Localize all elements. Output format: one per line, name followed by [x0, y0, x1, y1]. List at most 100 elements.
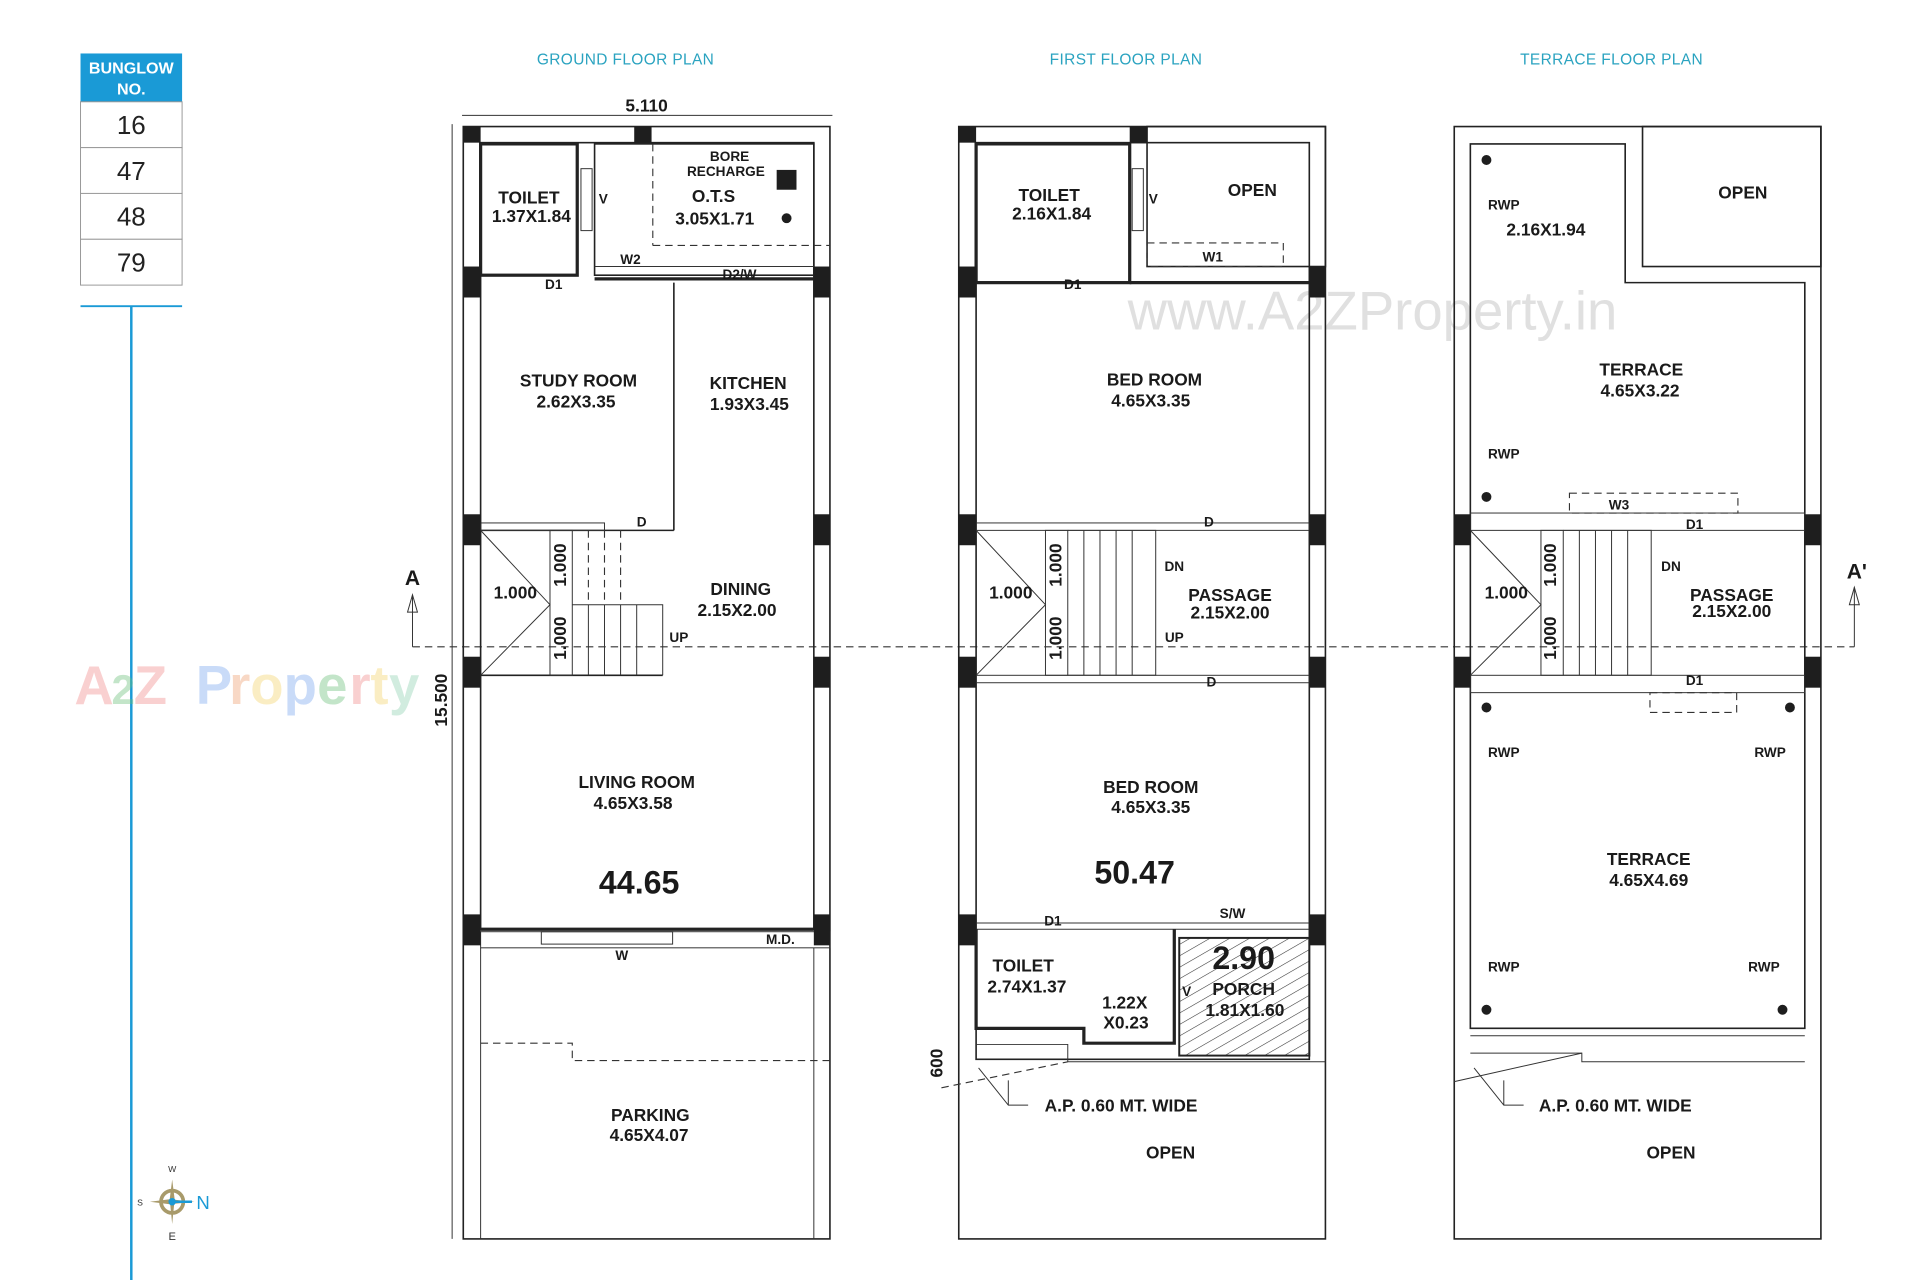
- ground-label: D: [637, 515, 647, 530]
- terrace-label: D1: [1686, 517, 1704, 532]
- porch-hatch: [1178, 936, 1311, 1057]
- first-label: S/W: [1220, 906, 1246, 921]
- terrace-label: 2.16X1.94: [1506, 220, 1585, 240]
- terrace-label: 2.15X2.00: [1692, 601, 1771, 621]
- terrace-label: 1.000: [1540, 543, 1560, 586]
- ground-label: 1.93X3.45: [710, 394, 789, 414]
- first-label: PORCH: [1212, 979, 1275, 999]
- ground-label: 3.05X1.71: [675, 208, 754, 228]
- terrace-label: 1.000: [1540, 616, 1560, 659]
- ground-label: DINING: [710, 579, 771, 599]
- ground-floor-title: GROUND FLOOR PLAN: [537, 52, 714, 69]
- first-label: 2.16X1.84: [1012, 203, 1091, 223]
- ground-label: BORE: [710, 149, 749, 164]
- first-label: TOILET: [1019, 185, 1081, 205]
- terrace-label: DN: [1661, 559, 1681, 574]
- first-label: D1: [1044, 914, 1062, 929]
- first-label: 1.22X: [1102, 993, 1148, 1013]
- ground-label: 5.110: [625, 96, 667, 116]
- terrace-label: OPEN: [1646, 1142, 1695, 1162]
- svg-text:A: A: [74, 655, 113, 716]
- first-label: 1.81X1.60: [1205, 1000, 1284, 1020]
- section-mark-a-prime: A': [1847, 561, 1867, 584]
- terrace-label: W3: [1609, 497, 1630, 512]
- first-label: PASSAGE: [1188, 585, 1271, 605]
- first-label: 600: [927, 1049, 947, 1078]
- first-label: 50.47: [1094, 854, 1175, 890]
- first-label: 4.65X3.35: [1111, 391, 1190, 411]
- ground-label: W: [615, 948, 628, 963]
- bunglow-number: 48: [117, 202, 146, 232]
- ground-label: O.T.S: [692, 186, 735, 206]
- first-label: 2.15X2.00: [1191, 602, 1270, 622]
- first-label: D1: [1064, 277, 1082, 292]
- table-header: [80, 53, 183, 102]
- svg-text:o: o: [250, 655, 283, 716]
- first-label: 1.000: [1046, 616, 1066, 659]
- terrace-label: D1: [1686, 673, 1704, 688]
- terrace-label: TERRACE: [1599, 360, 1683, 380]
- ground-label: LIVING ROOM: [578, 772, 694, 792]
- ground-label: V: [599, 191, 608, 206]
- compass-e: E: [168, 1231, 175, 1243]
- first-label: W1: [1202, 250, 1223, 265]
- terrace-label: OPEN: [1718, 182, 1767, 202]
- first-label: TOILET: [993, 955, 1055, 975]
- svg-text:P: P: [196, 655, 232, 716]
- terrace-label: A.P. 0.60 MT. WIDE: [1539, 1095, 1692, 1115]
- table-header-line2: NO.: [117, 80, 146, 98]
- first-label: 2.90: [1212, 940, 1275, 976]
- section-arrow-icon: [406, 592, 419, 613]
- ground-label: 2.62X3.35: [536, 392, 615, 412]
- section-mark-a: A: [405, 567, 420, 590]
- first-label: BED ROOM: [1107, 369, 1202, 389]
- svg-text:e: e: [317, 655, 347, 716]
- table-header-line1: BUNGLOW: [89, 59, 175, 77]
- compass-s: S: [137, 1197, 143, 1207]
- terrace-label: RWP: [1488, 198, 1520, 213]
- first-label: V: [1182, 984, 1191, 999]
- svg-text:t: t: [370, 655, 388, 716]
- svg-text:2: 2: [111, 666, 134, 713]
- first-label: 2.74X1.37: [987, 976, 1066, 996]
- svg-text:r: r: [229, 655, 250, 716]
- ground-label: 2.15X2.00: [698, 600, 777, 620]
- terrace-label: RWP: [1488, 745, 1520, 760]
- ground-label: 15.500: [431, 674, 451, 727]
- first-label: 1.000: [1046, 543, 1066, 586]
- terrace-label: 4.65X3.22: [1601, 381, 1680, 401]
- first-label: A.P. 0.60 MT. WIDE: [1045, 1095, 1198, 1115]
- first-label: V: [1149, 191, 1158, 206]
- first-label: OPEN: [1228, 180, 1277, 200]
- compass-w: W: [168, 1164, 177, 1174]
- ground-label: UP: [669, 630, 688, 645]
- first-label: DN: [1164, 559, 1184, 574]
- ground-label: W2: [620, 252, 641, 267]
- first-floor-plan: [941, 125, 1327, 1240]
- ground-label: 4.65X3.58: [593, 793, 672, 813]
- svg-text:p: p: [284, 655, 317, 716]
- first-label: 4.65X3.35: [1111, 797, 1190, 817]
- logo-watermark: A 2 Z P r o p e r t y: [74, 655, 420, 716]
- site-watermark: www.A2ZProperty.in: [1127, 281, 1618, 342]
- ground-label: 44.65: [599, 864, 680, 900]
- ground-label: KITCHEN: [710, 373, 787, 393]
- terrace-label: 4.65X4.69: [1609, 870, 1688, 890]
- ground-label: 4.65X4.07: [610, 1125, 689, 1145]
- room-labels: 5.110TOILET1.37X1.84VBORERECHARGEO.T.S3.…: [431, 96, 1786, 1163]
- terrace-label: RWP: [1748, 959, 1780, 974]
- ground-label: 1.000: [550, 616, 570, 659]
- ground-label: 1.000: [494, 583, 537, 603]
- terrace-label: RWP: [1488, 447, 1520, 462]
- compass-rose-icon: N S W E: [137, 1164, 210, 1243]
- terrace-label: TERRACE: [1607, 849, 1691, 869]
- terrace-floor-title: TERRACE FLOOR PLAN: [1520, 52, 1703, 69]
- section-arrow-icon: [1848, 585, 1860, 606]
- bunglow-number: 47: [117, 156, 146, 186]
- first-label: BED ROOM: [1103, 777, 1198, 797]
- svg-text:Z: Z: [134, 655, 167, 716]
- ground-label: 1.37X1.84: [492, 206, 571, 226]
- ground-label: D1: [545, 277, 563, 292]
- svg-text:y: y: [389, 655, 420, 716]
